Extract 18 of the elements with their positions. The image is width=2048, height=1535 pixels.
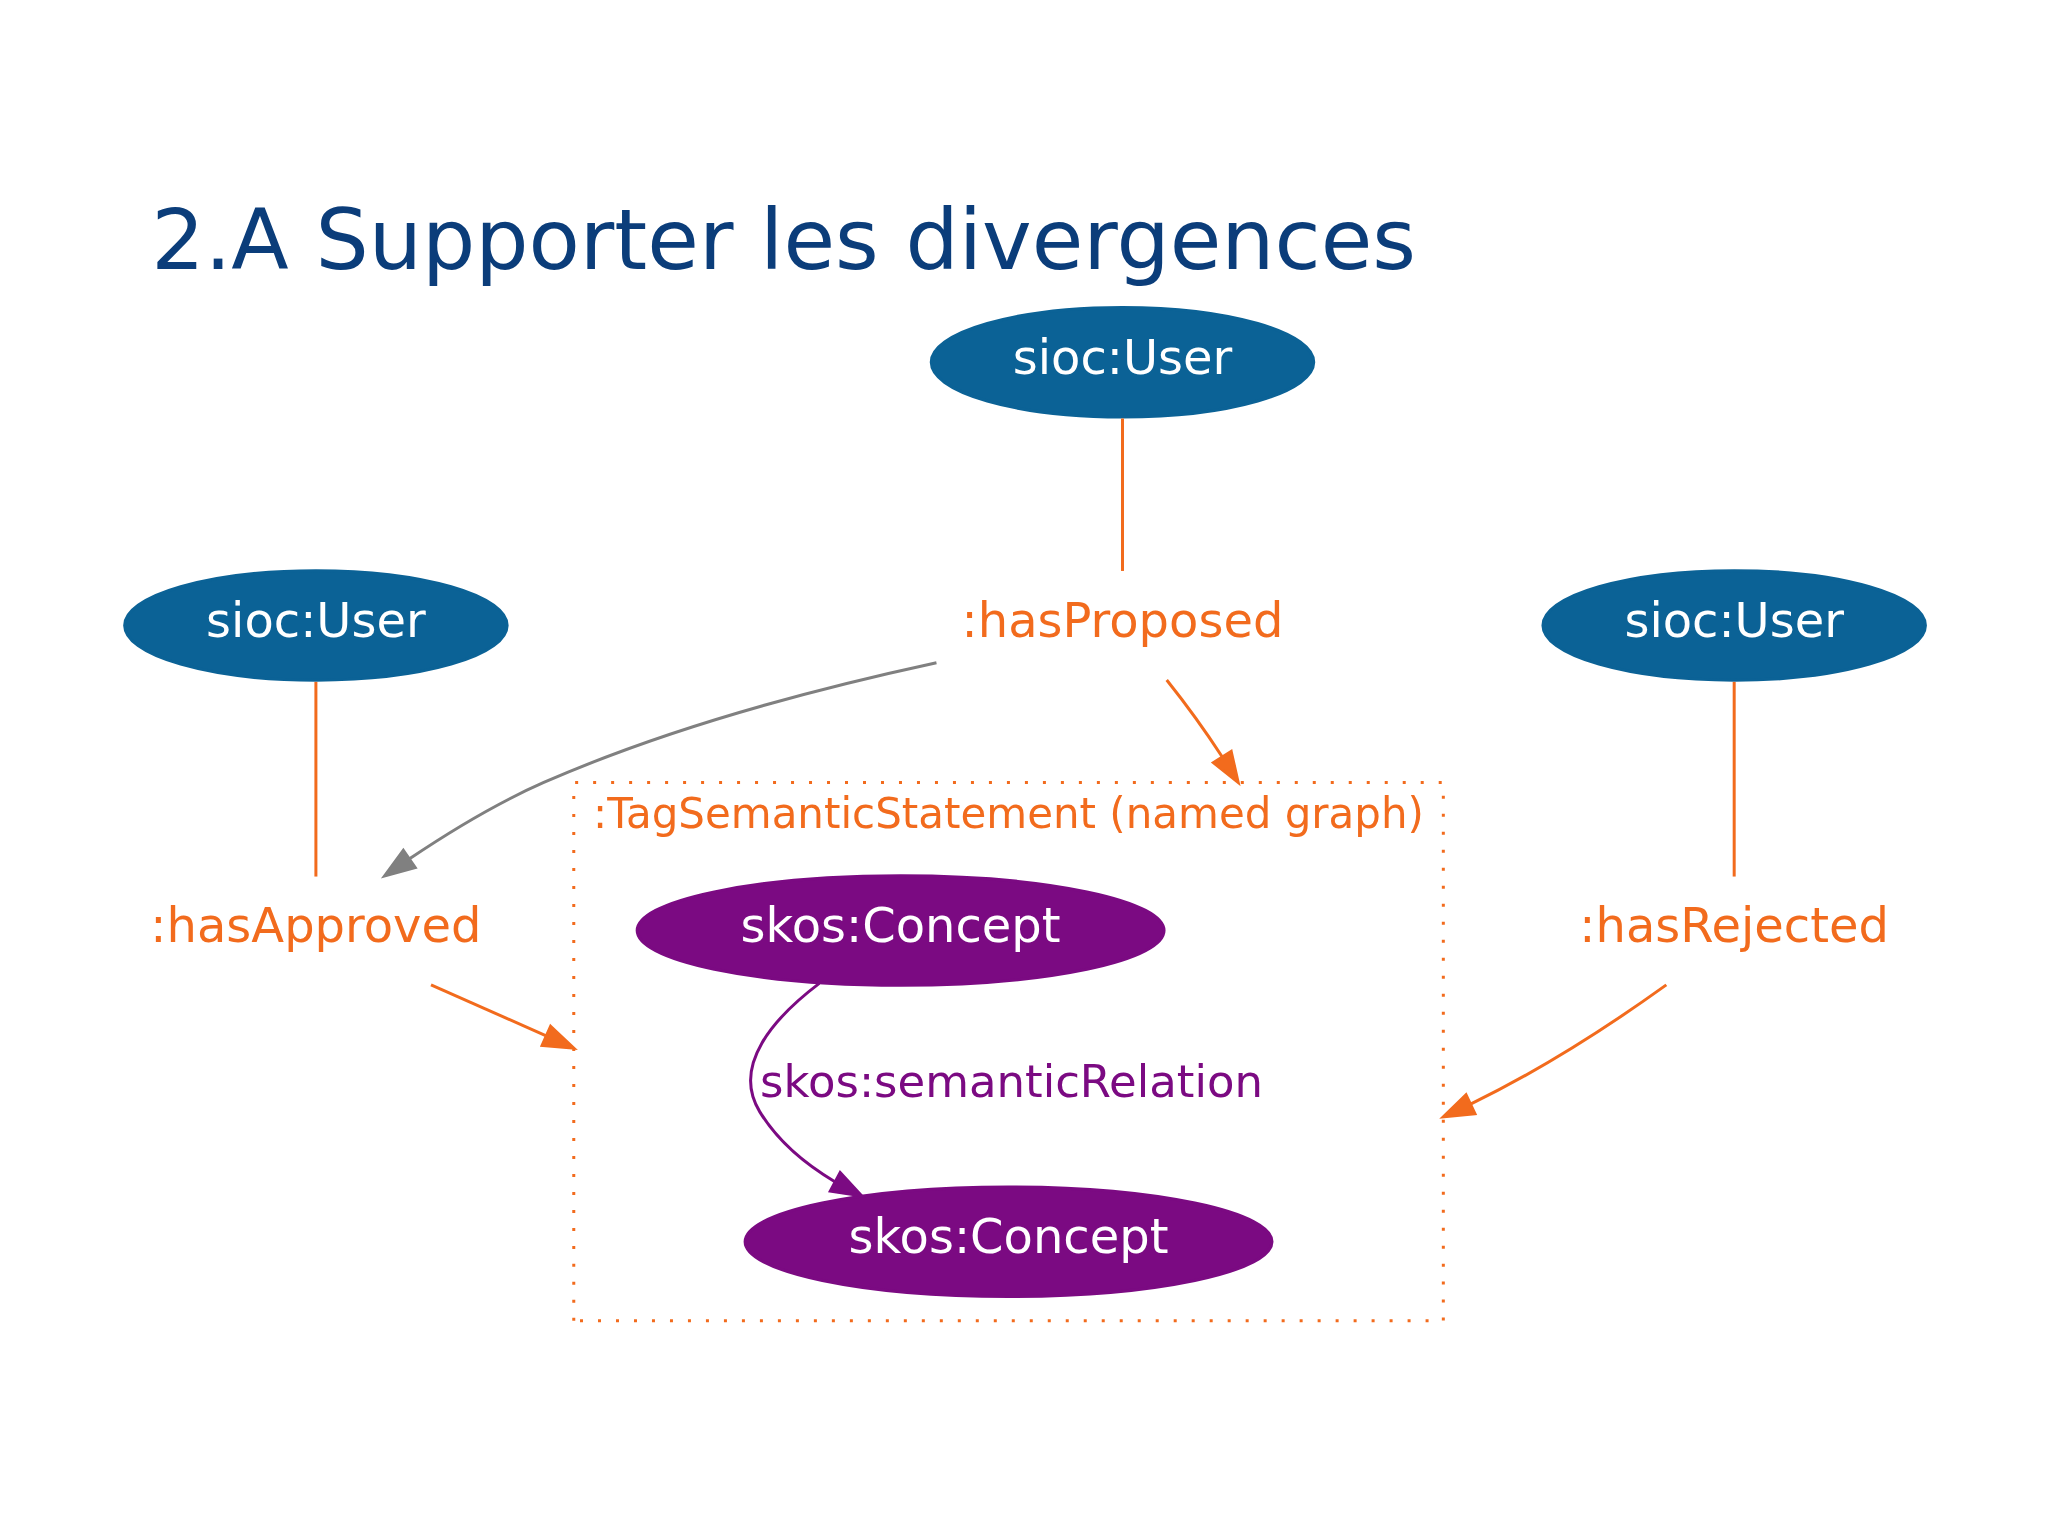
connector — [1732, 681, 1736, 877]
node-ellipse: skos:Concept — [635, 874, 1166, 987]
node-ellipse: skos:Concept — [743, 1185, 1273, 1298]
node-text: :hasRejected — [1578, 896, 1889, 953]
node-ellipse: sioc:User — [929, 305, 1315, 419]
arrow — [380, 661, 937, 879]
node-text: :hasProposed — [961, 591, 1283, 648]
arrow — [1165, 679, 1241, 787]
arrow — [748, 982, 866, 1199]
connector — [313, 681, 317, 877]
node-ellipse: sioc:User — [122, 569, 509, 682]
edge-label: skos:semanticRelation — [759, 1054, 1263, 1108]
arrow — [429, 983, 578, 1050]
node-text: :hasApproved — [149, 896, 481, 953]
connector — [1120, 418, 1124, 571]
node-ellipse: sioc:User — [1540, 569, 1927, 682]
diagram-title: 2.A Supporter les divergences — [150, 191, 1416, 290]
arrow — [1438, 983, 1667, 1119]
